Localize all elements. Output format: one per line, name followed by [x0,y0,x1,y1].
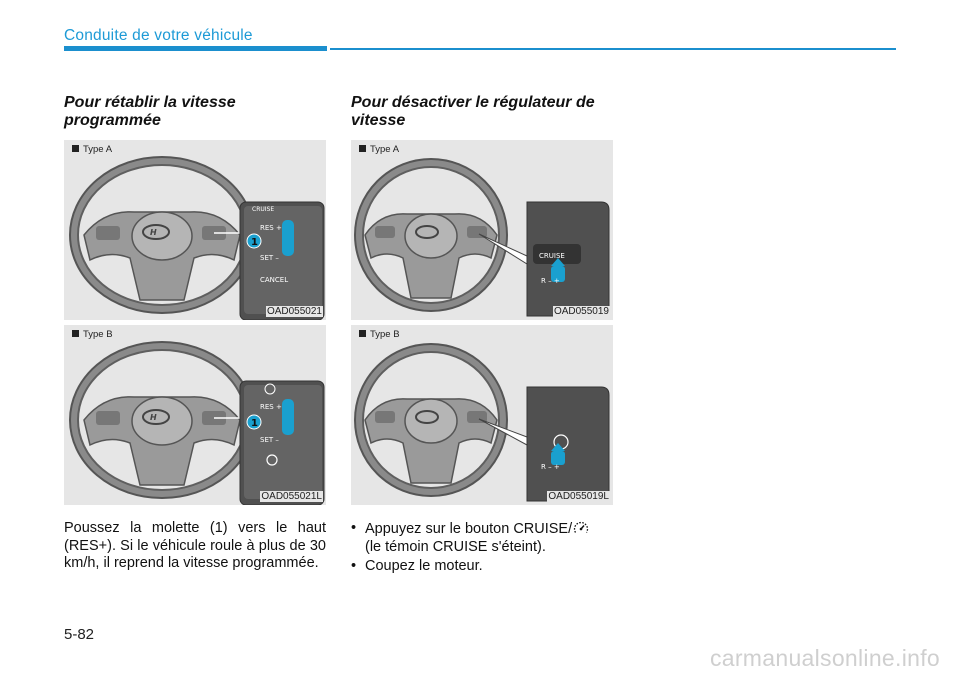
figure-code: OAD055021L [260,491,323,502]
cruise-speedometer-icon [574,521,589,533]
header-title: Conduite de votre véhicule [64,27,253,44]
label-res-set: R – + [541,463,560,471]
type-label: Type B [359,329,400,340]
header-rule [330,48,896,50]
steering-wheel-icon: H RES + SET – 1 [69,341,325,505]
figure-deactivate-type-a: CRUISE R – + Type A OAD055019 [351,140,613,320]
list-item: Appuyez sur le bouton CRUISE/ (le témoin… [351,520,613,556]
page-number: 5-82 [64,626,95,643]
figure-code: OAD055019L [547,491,610,502]
type-label: Type A [72,144,112,155]
label-res: RES + [260,224,282,232]
list-item: Coupez le moteur. [351,558,613,576]
callout-1: 1 [251,237,258,248]
type-label: Type B [72,329,113,340]
watermark: carmanualsonline.info [709,645,940,671]
label-res-set: R – + [541,277,560,285]
figure-code: OAD055021 [265,306,323,317]
svg-text:H: H [150,228,157,237]
steering-wheel-icon: CRUISE R – + [354,158,610,317]
steering-wheel-icon: R – + [354,343,610,502]
figure-resume-type-b: H RES + SET – 1 Type B OAD055021L [64,325,326,505]
section-heading-deactivate: Pour désactiver le régulateur de vitesse [351,94,595,129]
figure-resume-type-a: H CRUISE RES + SET – CANCEL 1 Type A OAD… [64,140,326,320]
label-set: SET – [260,436,279,444]
label-cruise: CRUISE [539,252,565,260]
callout-1: 1 [251,418,258,429]
deactivate-instructions: Appuyez sur le bouton CRUISE/ (le témoin… [351,520,613,578]
header-bar [64,46,327,51]
figure-code: OAD055019 [552,306,610,317]
label-cancel: CANCEL [260,276,288,284]
label-set: SET – [260,254,279,262]
section-heading-resume: Pour rétablir la vitesse programmée [64,94,236,129]
label-cruise: CRUISE [252,206,274,213]
resume-instructions: Poussez la molette (1) vers le haut (RES… [64,520,326,571]
label-res: RES + [260,403,282,411]
type-label: Type A [359,144,399,155]
steering-wheel-icon: H CRUISE RES + SET – CANCEL 1 [69,156,325,320]
svg-text:H: H [150,413,157,422]
figure-deactivate-type-b: R – + Type B OAD055019L [351,325,613,505]
